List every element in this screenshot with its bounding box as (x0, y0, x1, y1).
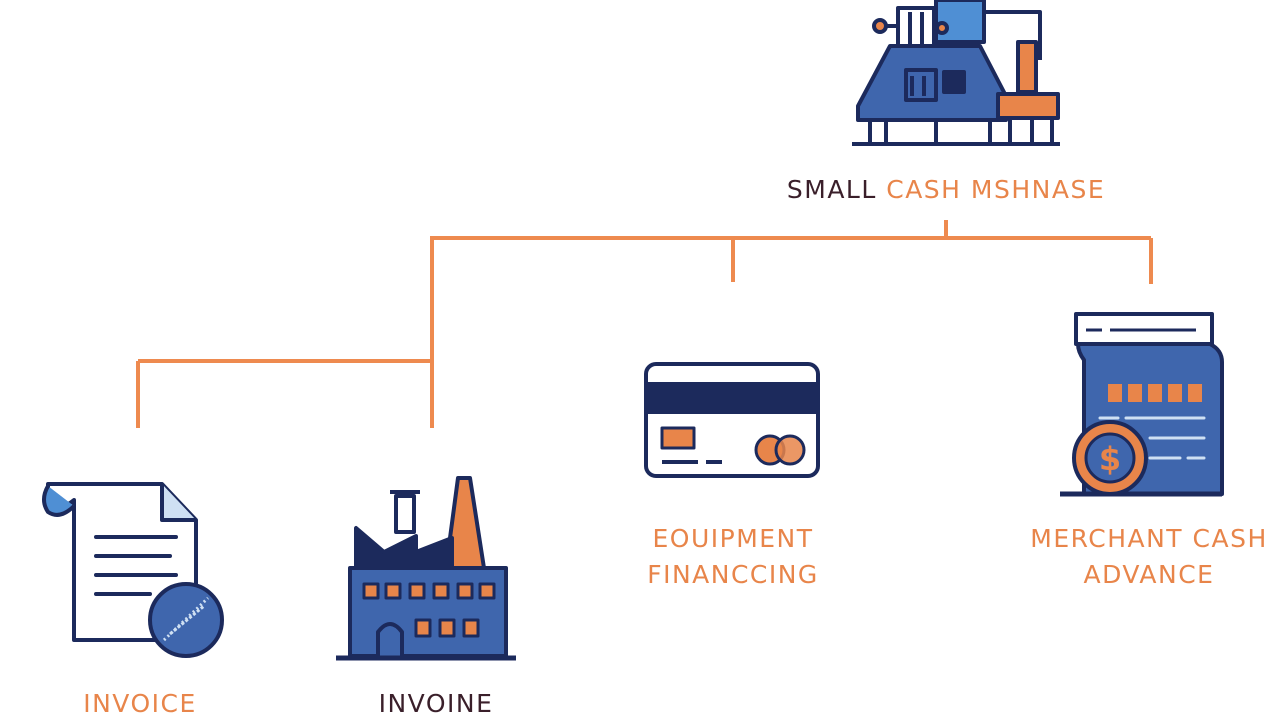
node-invoine-label: INVOINE (378, 689, 494, 718)
title-label: SMALL CASH MSHNASE (740, 172, 1152, 208)
invoice-document-icon (42, 482, 224, 658)
node-merchant-line1: MERCHANT CASH (1030, 524, 1268, 553)
dollar-sign-glyph: $ (1099, 440, 1121, 478)
node-equipment-label: EOUIPMENT FINANCCING (600, 521, 866, 593)
node-invoice-label: INVOICE (83, 689, 197, 718)
credit-card-icon (644, 362, 820, 478)
merchant-register-icon: $ (1060, 312, 1224, 497)
node-equipment-line1: EOUIPMENT (652, 524, 814, 553)
node-merchant-label: MERCHANT CASH ADVANCE (1018, 521, 1280, 593)
factory-machine-icon (852, 0, 1060, 146)
title-part2: CASH MSHNASE (886, 175, 1106, 204)
node-equipment-line2: FINANCCING (647, 560, 819, 589)
title-part1: SMALL (786, 175, 877, 204)
factory-building-icon (336, 476, 516, 661)
node-merchant-line2: ADVANCE (1083, 560, 1215, 589)
connector-lines (136, 220, 1153, 428)
